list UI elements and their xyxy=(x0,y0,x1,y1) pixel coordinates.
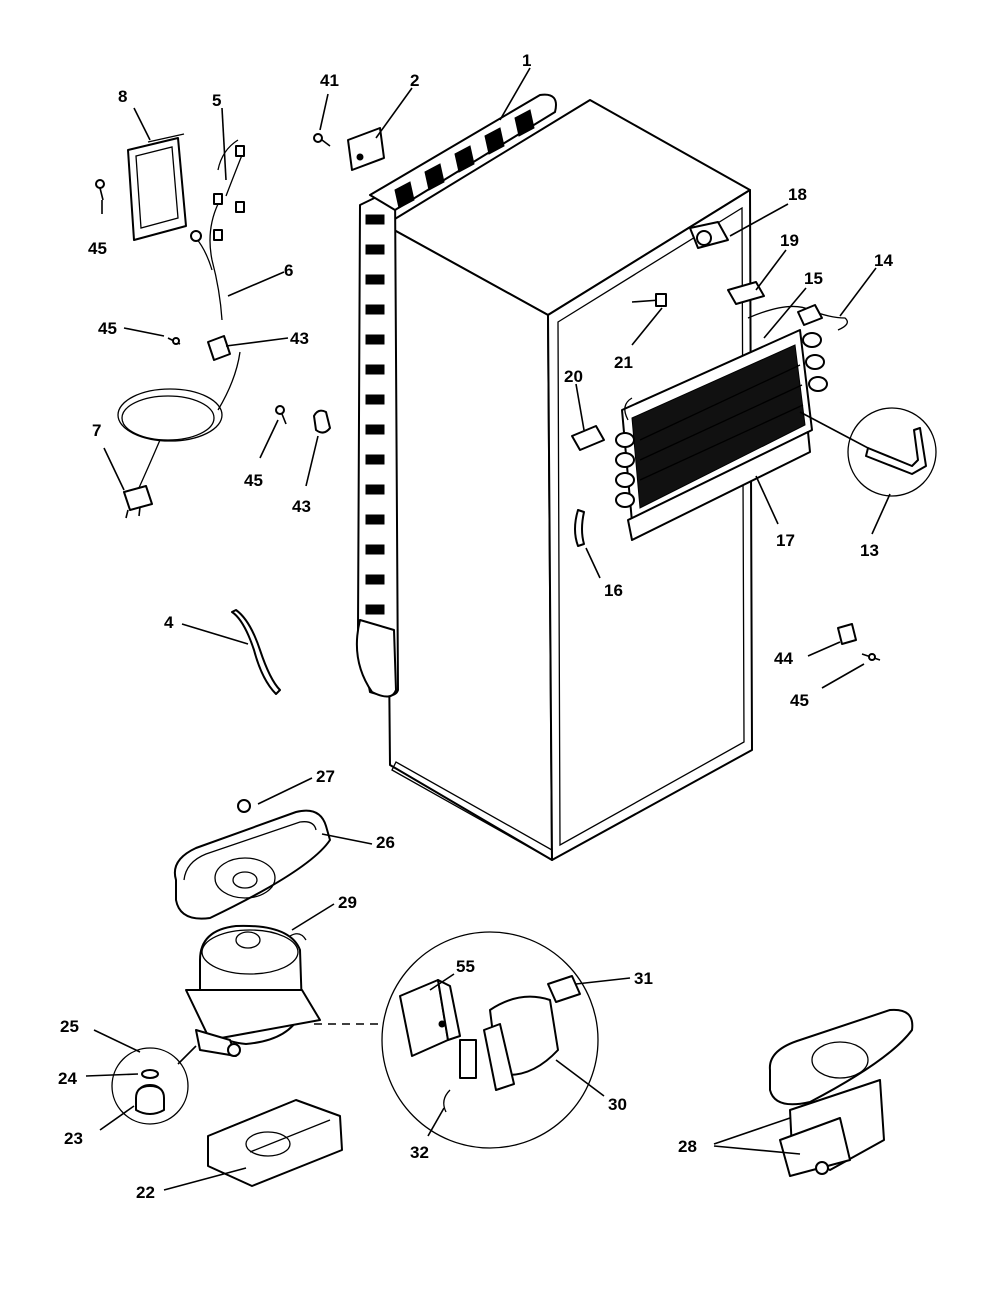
drain-pan-26 xyxy=(174,809,331,920)
defrost-thermostat xyxy=(689,221,729,249)
callout-31: 31 xyxy=(634,969,653,988)
callout-25: 25 xyxy=(60,1017,79,1036)
callout-23: 23 xyxy=(64,1129,83,1148)
callout-7: 7 xyxy=(92,421,101,440)
callout-43-lower: 43 xyxy=(292,497,311,516)
evaporator-assembly xyxy=(615,329,828,541)
callout-16: 16 xyxy=(604,581,623,600)
clip-43-upper xyxy=(207,335,231,361)
tube-clamp xyxy=(797,304,823,326)
clip-43-lower xyxy=(313,409,331,434)
capillary-tube xyxy=(747,305,848,331)
callout-45-top: 45 xyxy=(88,239,107,258)
callout-1: 1 xyxy=(522,51,531,70)
callout-4: 4 xyxy=(164,613,174,632)
callout-22: 22 xyxy=(136,1183,155,1202)
tube-4 xyxy=(231,609,281,695)
callout-18: 18 xyxy=(788,185,807,204)
clip-44 xyxy=(837,623,857,645)
callout-14: 14 xyxy=(874,251,893,270)
callout-41: 41 xyxy=(320,71,339,90)
callout-20: 20 xyxy=(564,367,583,386)
callout-2: 2 xyxy=(410,71,419,90)
callout-21: 21 xyxy=(614,353,633,372)
grommet-27 xyxy=(237,799,251,813)
screw-45-b xyxy=(167,337,181,345)
callout-44: 44 xyxy=(774,649,793,668)
callout-45-lower: 45 xyxy=(244,471,263,490)
callout-29: 29 xyxy=(338,893,357,912)
compressor xyxy=(185,924,321,1057)
callout-13: 13 xyxy=(860,541,879,560)
cover-panel-8 xyxy=(127,133,187,241)
callout-8: 8 xyxy=(118,87,127,106)
screw-45-c xyxy=(275,405,287,425)
evaporator-coil-ends xyxy=(615,332,828,508)
callout-5: 5 xyxy=(212,91,221,110)
callout-28: 28 xyxy=(678,1137,697,1156)
callout-32: 32 xyxy=(410,1143,429,1162)
compressor-base-22 xyxy=(207,1099,343,1187)
screw-21 xyxy=(631,293,667,307)
screw-41 xyxy=(313,133,331,147)
screw-45-right xyxy=(861,653,881,661)
mounting-hardware-detail xyxy=(111,1045,197,1125)
callout-17: 17 xyxy=(776,531,795,550)
screw-45-a xyxy=(95,179,105,201)
callout-15: 15 xyxy=(804,269,823,288)
callout-24: 24 xyxy=(58,1069,77,1088)
callout-27: 27 xyxy=(316,767,335,786)
callout-labels: 1 2 4 5 6 7 8 13 14 15 16 17 18 19 20 21… xyxy=(58,51,893,1202)
condenser-side-coil xyxy=(355,93,557,698)
terminal-block xyxy=(727,281,765,305)
callout-45-right: 45 xyxy=(790,691,809,710)
callout-43-upper: 43 xyxy=(290,329,309,348)
callout-45-mid: 45 xyxy=(98,319,117,338)
callout-30: 30 xyxy=(608,1095,627,1114)
callout-55: 55 xyxy=(456,957,475,976)
callout-19: 19 xyxy=(780,231,799,250)
callout-26: 26 xyxy=(376,833,395,852)
leader-lines xyxy=(85,67,891,1191)
power-cord xyxy=(117,351,241,519)
drain-fitting-detail xyxy=(799,407,937,497)
drain-tube-16 xyxy=(574,509,585,547)
clip-20 xyxy=(571,425,605,451)
callout-6: 6 xyxy=(284,261,293,280)
bracket-2 xyxy=(347,127,385,171)
relay-overload-detail xyxy=(381,931,599,1149)
compressor-assembly-28 xyxy=(768,1008,914,1177)
